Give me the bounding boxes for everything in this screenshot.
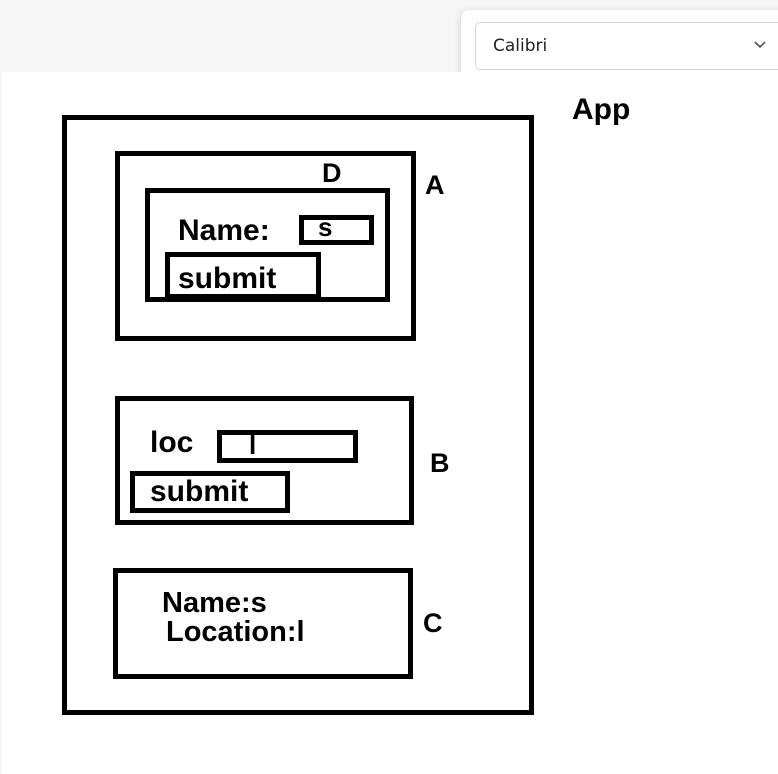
d-name-label: Name: <box>178 214 270 247</box>
component-c-box <box>113 568 413 679</box>
b-loc-input-value: l <box>249 430 257 460</box>
app-label: App <box>572 93 631 126</box>
b-loc-input <box>217 430 358 463</box>
component-d-label: D <box>322 158 342 188</box>
app-component-box <box>62 115 534 715</box>
drawing-canvas <box>2 72 778 774</box>
component-b-label: B <box>430 448 450 478</box>
c-name-line: Name:s <box>162 587 267 619</box>
component-c-label: C <box>423 608 443 638</box>
component-a-box <box>115 151 416 341</box>
font-panel: Calibri <box>461 10 778 84</box>
toolbar: Calibri <box>0 0 778 84</box>
d-name-input-value: s <box>318 212 333 242</box>
b-loc-label: loc <box>150 426 194 459</box>
b-submit-label: submit <box>150 475 249 508</box>
component-d-box <box>145 188 390 302</box>
component-a-label: A <box>425 170 445 200</box>
c-location-line: Location:l <box>166 616 305 648</box>
d-submit-label: submit <box>178 262 277 295</box>
chevron-down-icon <box>754 41 766 49</box>
component-b-box <box>115 396 414 525</box>
font-family-value: Calibri <box>493 36 548 56</box>
d-name-input <box>299 215 374 245</box>
d-submit-button <box>165 252 321 299</box>
font-family-dropdown[interactable]: Calibri <box>475 22 778 70</box>
b-submit-button <box>130 471 290 513</box>
